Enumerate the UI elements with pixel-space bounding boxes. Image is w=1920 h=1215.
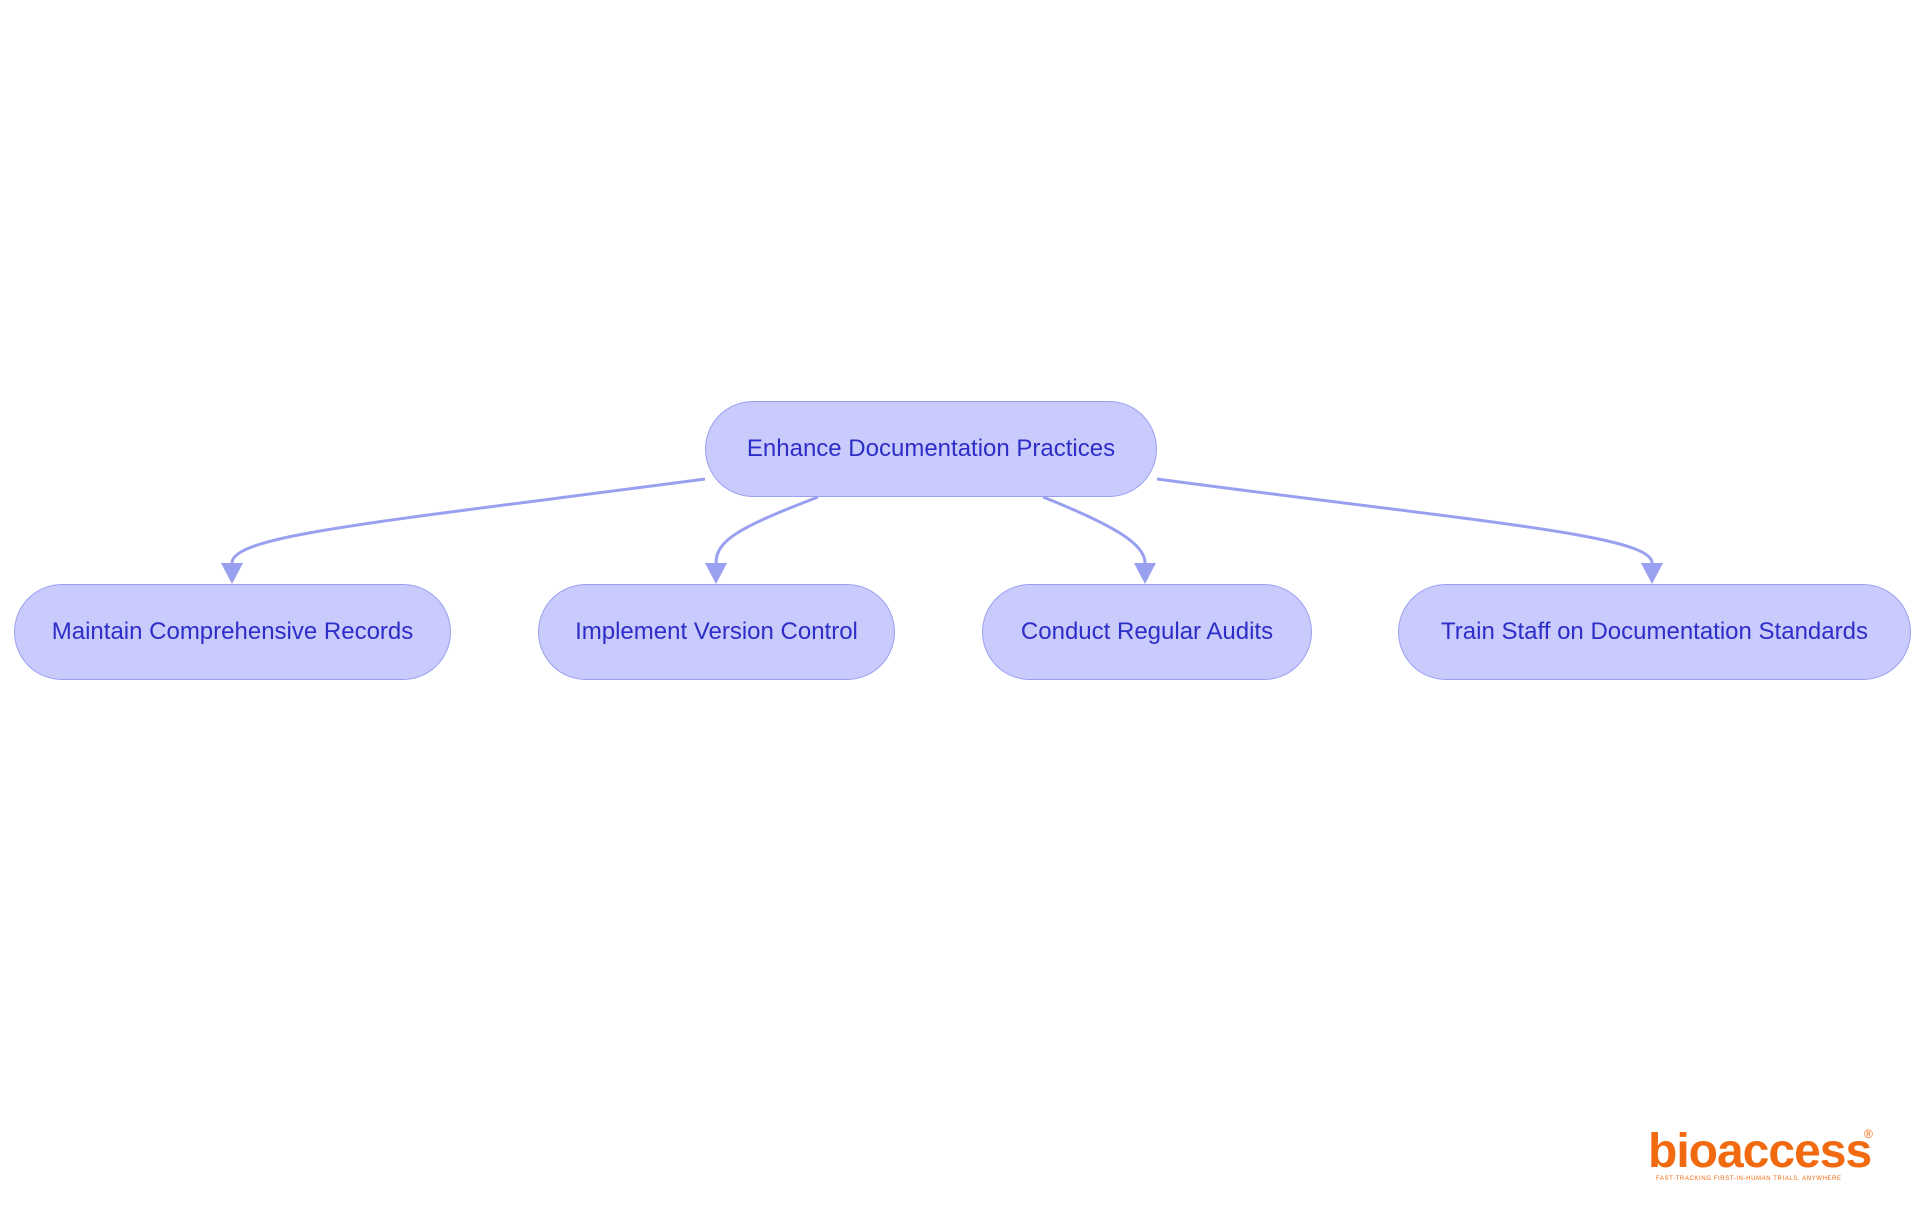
- child-node-version-control: Implement Version Control: [538, 584, 895, 680]
- child-node-label: Train Staff on Documentation Standards: [1441, 618, 1868, 645]
- edge-root-to-audits: [1042, 495, 1147, 564]
- logo-wordmark: bioaccess: [1648, 1125, 1872, 1178]
- edge-root-to-training: [1156, 477, 1654, 564]
- logo-tagline: FAST-TRACKING FIRST-IN-HUMAN TRIALS, ANY…: [1656, 1176, 1842, 1182]
- edge-root-to-records: [230, 477, 706, 575]
- arrowhead-version: [705, 563, 727, 584]
- arrowhead-training: [1641, 563, 1663, 584]
- child-node-records: Maintain Comprehensive Records: [14, 584, 451, 680]
- root-node-label: Enhance Documentation Practices: [746, 435, 1116, 462]
- child-node-audits: Conduct Regular Audits: [982, 584, 1312, 680]
- child-node-label: Implement Version Control: [575, 618, 858, 645]
- child-node-label: Conduct Regular Audits: [1020, 618, 1274, 645]
- logo-registered-mark: ®: [1864, 1127, 1873, 1141]
- root-node: Enhance Documentation Practices: [705, 401, 1157, 497]
- child-node-label: Maintain Comprehensive Records: [51, 618, 414, 645]
- child-node-training: Train Staff on Documentation Standards: [1398, 584, 1911, 680]
- arrowhead-records: [221, 563, 243, 584]
- arrowhead-audits: [1134, 563, 1156, 584]
- bioaccess-logo: bioaccess ® FAST-TRACKING FIRST-IN-HUMAN…: [1648, 1128, 1878, 1184]
- edge-root-to-version: [714, 495, 819, 564]
